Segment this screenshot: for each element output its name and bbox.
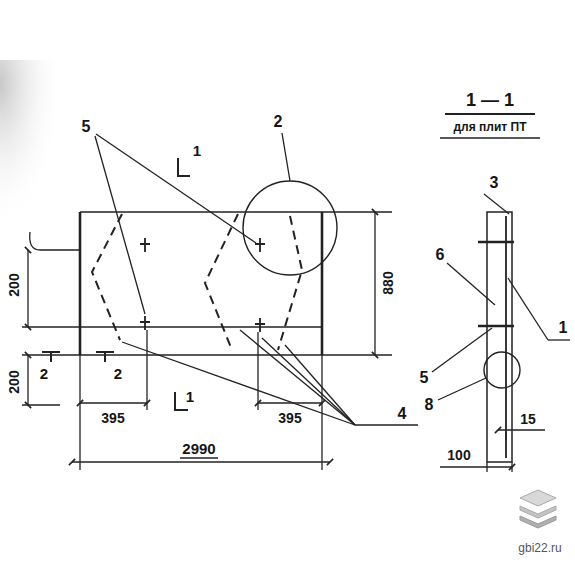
dimension: 2990 [180,440,217,457]
callout-number: 2 [272,113,285,131]
dimension: 15 [518,411,538,427]
watermark: gbi22.ru [516,541,563,555]
callout-number: 8 [423,396,436,414]
section-mark: 2 [112,365,124,382]
section-mark: 1 [191,142,203,159]
dimension: 880 [380,269,396,296]
callout-number: 5 [80,118,93,136]
dimension: 200 [6,271,22,298]
callout-number: 6 [434,246,447,264]
section-mark: 1 [184,388,196,405]
logo-icon [520,490,556,528]
section-title: 1 — 1 [464,90,516,110]
dimension: 100 [445,447,472,463]
scan-noise [0,60,70,220]
section-note: для плит ПТ [452,120,529,134]
callout-number: 4 [396,405,409,423]
dimension: 200 [6,368,22,395]
section-view [432,114,570,472]
callout-number: 3 [488,174,501,192]
callout-number: 5 [418,369,431,387]
dimension: 395 [99,410,126,426]
dimension: 395 [276,410,303,426]
section-mark: 2 [38,365,50,382]
plate-view [22,133,418,470]
callout-number: 1 [557,319,570,337]
